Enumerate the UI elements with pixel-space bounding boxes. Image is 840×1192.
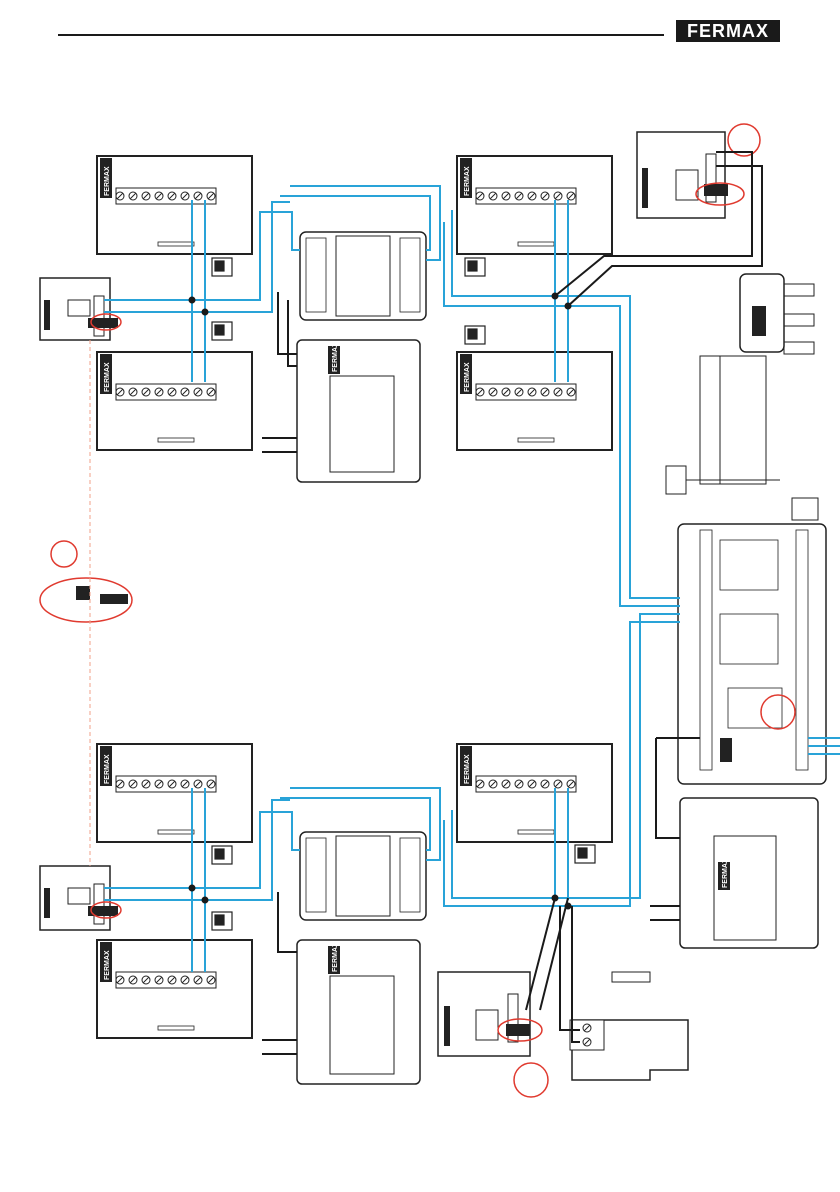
monitor-brand-label: FERMAX: [104, 166, 111, 196]
distributor-bottom: [300, 832, 426, 920]
power-supply-right: FERMAX: [680, 798, 818, 948]
monitor-brand-label: FERMAX: [464, 166, 471, 196]
power-brand-label: FERMAX: [722, 858, 729, 888]
monitor-top-right-upper: FERMAX: [457, 156, 612, 254]
monitor-brand-label: FERMAX: [104, 362, 111, 392]
monitor-bottom-left-upper: FERMAX: [97, 744, 252, 842]
monitor-brand-label: FERMAX: [464, 362, 471, 392]
power-supply-top-left: FERMAX: [297, 340, 420, 482]
monitor-top-left-lower: FERMAX: [97, 352, 252, 450]
power-brand-label: FERMAX: [332, 942, 339, 972]
monitor-bottom-left-lower: FERMAX: [97, 940, 252, 1038]
door-panel-bottom-left: [40, 866, 121, 930]
monitor-brand-label: FERMAX: [104, 950, 111, 980]
black-wires: [190, 152, 763, 1054]
door-panel-top-left: [40, 278, 121, 340]
door-lock: [570, 972, 688, 1080]
central-unit: [678, 524, 826, 784]
monitor-top-right-lower: FERMAX: [457, 352, 612, 450]
lock-circuit: [666, 356, 818, 520]
power-supply-bottom-left: FERMAX: [297, 940, 420, 1084]
monitor-bottom-right: FERMAX: [457, 744, 612, 842]
monitor-brand-label: FERMAX: [104, 754, 111, 784]
door-panel-top-right: [637, 124, 760, 218]
monitor-brand-label: FERMAX: [464, 754, 471, 784]
power-brand-label: FERMAX: [332, 342, 339, 372]
monitor-top-left-upper: FERMAX: [97, 156, 252, 254]
distributor-top: [300, 232, 426, 320]
transformer-box: [740, 274, 814, 354]
